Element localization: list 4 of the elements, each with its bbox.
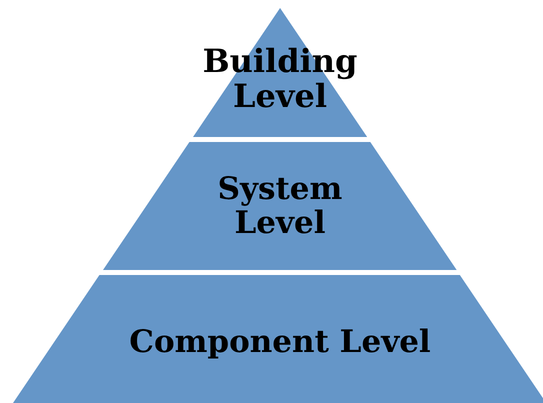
level-label: System Level	[216, 172, 344, 240]
level-label: Component Level	[128, 324, 432, 359]
pyramid-level-band	[13, 275, 543, 403]
pyramid-level-band	[103, 142, 457, 270]
